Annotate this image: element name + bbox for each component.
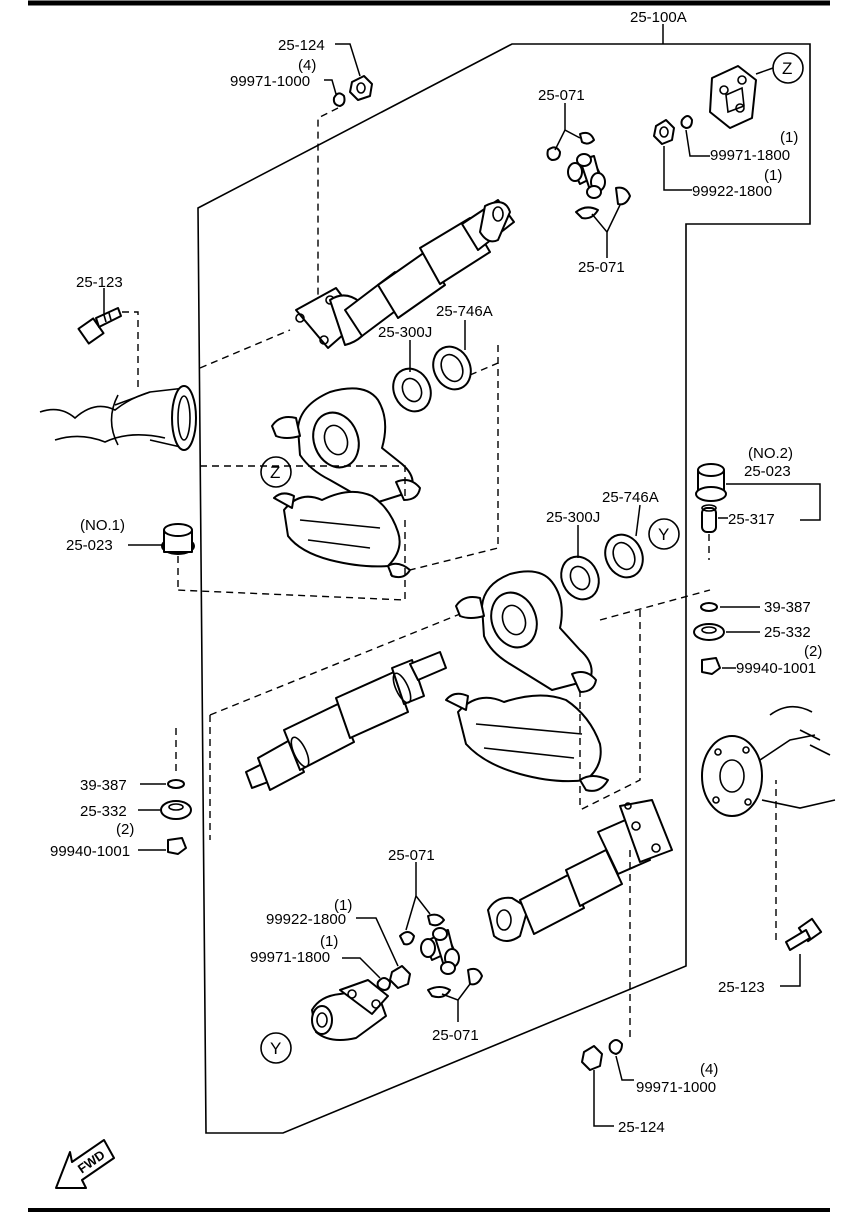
callout-y-right-text: Y [658,525,669,544]
heat-insulator-mid [445,692,609,792]
label-yoke-nut-bottom-qty: (1) [334,897,352,914]
label-bearing-top: 25-300J [378,324,432,341]
rear-propeller-shaft [487,799,673,942]
label-lockwasher-top: 99971-1000 [230,73,310,90]
label-yoke-washer-bottom: 99971-1800 [250,949,330,966]
label-lockwasher-bottom: 99971-1000 [636,1079,716,1096]
label-mount-no2: 25-023 [744,463,791,480]
label-nut-left: 99940-1001 [50,843,130,860]
callout-y-bottom-text: Y [270,1039,281,1058]
front-propeller-shaft [295,199,515,349]
label-cushion-right: 25-332 [764,624,811,641]
washer-99971-1800-top [680,115,693,129]
assembly-outline [197,43,811,1134]
callout-z-left [260,456,292,488]
seal-25-746a-top [432,345,472,391]
label-bushing-no2: 25-317 [728,511,775,528]
lockwasher-99971-1000-top [332,92,346,107]
seal-25-746a-mid [604,533,644,579]
label-ujoint-top-a: 25-071 [538,87,585,104]
label-mount-no1-qty: (NO.1) [80,517,125,534]
bushing-25-317 [701,504,717,533]
washer-39-387-left [167,779,185,789]
nut-99922-1800-top [653,119,675,145]
label-bolt-left: 25-123 [76,274,123,291]
label-yoke-nut-bottom: 99922-1800 [266,911,346,928]
label-yoke-washer-bottom-qty: (1) [320,933,338,950]
label-washer-left: 39-387 [80,777,127,794]
label-mount-no1: 25-023 [66,537,113,554]
lockwasher-99971-1000-bottom [608,1039,623,1055]
label-seal-mid: 25-746A [602,489,659,506]
callout-y-bottom [260,1032,292,1064]
flange-yoke-y-detail [311,979,389,1041]
label-ujoint-bottom-a: 25-071 [388,847,435,864]
callout-z-left-text: Z [270,463,280,482]
label-nut-bottom: 25-124 [618,1119,665,1136]
mount-25-023-no1 [161,523,195,555]
label-nut-top-qty: (4) [298,57,316,74]
washer-39-387-right [700,602,718,612]
bearing-25-300j-mid [560,555,600,601]
cushion-25-332-left [160,800,192,820]
label-seal-top: 25-746A [436,303,493,320]
flange-yoke-z-detail [709,65,757,129]
transmission-output-housing [39,385,197,451]
label-nut-right-qty: (2) [804,643,822,660]
label-bolt-right: 25-123 [718,979,765,996]
nut-99940-1001-left [167,837,187,855]
label-bearing-mid: 25-300J [546,509,600,526]
label-ujoint-top-b: 25-071 [578,259,625,276]
bolt-25-123-right [785,917,823,951]
label-yoke-washer-top: 99971-1800 [710,147,790,164]
heat-insulator-upper [273,490,411,579]
mount-25-023-no2 [695,463,727,502]
bolt-25-123-left [77,307,122,345]
label-ujoint-bottom-b: 25-071 [432,1027,479,1044]
assembly-label: 25-100A [630,9,687,26]
nut-25-124-bottom [581,1045,603,1071]
center-bearing-support-upper [271,387,421,505]
center-bearing-support-mid [455,570,597,693]
label-yoke-nut-top: 99922-1800 [692,183,772,200]
callout-y-right [648,518,680,550]
label-yoke-washer-top-qty: (1) [780,129,798,146]
forward-direction-arrow: FWD [55,1139,115,1189]
bearing-25-300j-top [392,367,432,413]
label-cushion-left: 25-332 [80,803,127,820]
nut-99922-1800-bottom [389,965,411,989]
nut-99940-1001-right [701,657,721,675]
universal-joint-top [546,131,631,220]
nut-25-124-top [349,75,373,101]
label-nut-top: 25-124 [278,37,325,54]
cushion-25-332-right [693,623,725,641]
label-lockwasher-bottom-qty: (4) [700,1061,718,1078]
differential-housing [701,705,836,817]
label-nut-right: 99940-1001 [736,660,816,677]
label-yoke-nut-top-qty: (1) [764,167,782,184]
callout-z-top-text: Z [782,59,792,78]
label-washer-right: 39-387 [764,599,811,616]
washer-99971-1800-bottom [376,977,391,991]
intermediate-propeller-shaft [245,651,447,791]
label-nut-left-qty: (2) [116,821,134,838]
label-mount-no2-qty: (NO.2) [748,445,793,462]
